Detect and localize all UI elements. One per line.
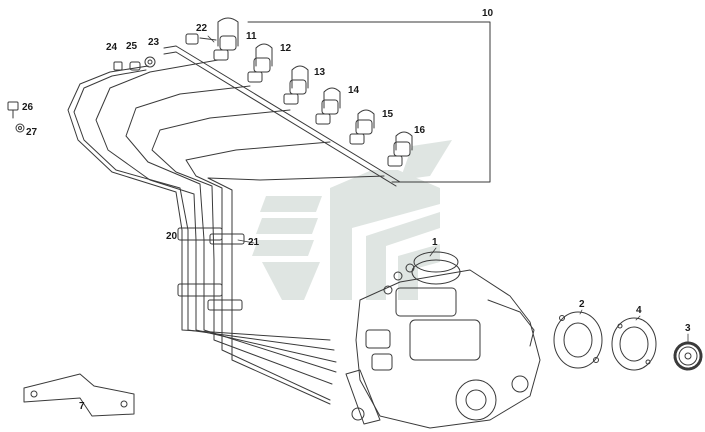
callout-21: 21 [248,237,260,248]
injector-12 [247,43,273,83]
callout-16: 16 [414,125,426,136]
callout-11: 11 [246,31,257,42]
fuel-lines [67,59,385,405]
callout-7: 7 [79,401,85,412]
injector-rail [163,45,401,187]
callout-13: 13 [314,67,326,78]
callout-22: 22 [196,23,208,34]
bracket-7 [23,373,135,417]
fitting-24 [113,61,123,71]
callout-3: 3 [685,323,691,334]
fitting-23 [144,56,156,68]
plate-4 [611,317,657,371]
callout-12: 12 [280,43,292,54]
leader-lines [207,35,689,343]
callout-24: 24 [106,42,118,53]
callout-23: 23 [148,37,160,48]
leader-box-10 [247,21,491,183]
callout-27: 27 [26,127,38,138]
gear-3 [673,341,703,371]
injector-15 [349,109,375,145]
callout-10: 10 [482,8,494,19]
watermark-logo [252,140,452,300]
injection-pump-1 [345,251,541,429]
callout-15: 15 [382,109,394,120]
callout-1: 1 [432,237,438,248]
clamp-21 [207,233,245,311]
callout-26: 26 [22,102,34,113]
callout-2: 2 [579,299,585,310]
fitting-25 [129,61,141,71]
injector-11 [213,17,239,61]
clamp-20 [177,227,223,297]
injector-13 [283,65,309,105]
injector-16 [387,131,413,167]
callout-25: 25 [126,41,138,52]
callout-20: 20 [166,231,178,242]
bolt-26 [7,101,19,119]
injector-14 [315,87,341,125]
callout-4: 4 [636,305,642,316]
washer-27 [15,123,25,133]
callout-14: 14 [348,85,360,96]
fitting-22 [185,33,217,45]
gasket-2 [553,311,603,369]
